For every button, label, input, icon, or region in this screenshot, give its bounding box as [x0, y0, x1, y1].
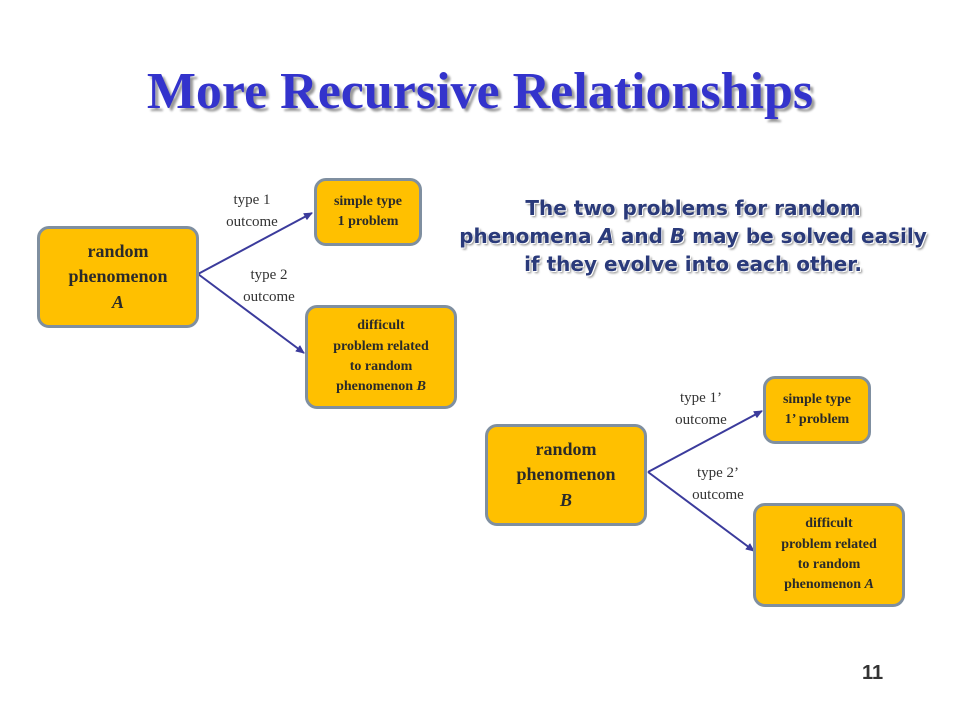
- difficult-problem-b-box: difficult problem related to random phen…: [305, 305, 457, 409]
- arrow-b-type2: [647, 471, 755, 552]
- type-2-prime-outcome-label-b: type 2’ outcome: [692, 465, 744, 503]
- arrow-b-type1: [647, 410, 763, 473]
- difficult-problem-a-box: difficult problem related to random phen…: [753, 503, 905, 607]
- page-number: 11: [862, 662, 884, 684]
- type-2-outcome-label-a: type 2 outcome: [243, 267, 295, 305]
- type-1-prime-outcome-label-b: type 1’ outcome: [675, 390, 727, 428]
- explanation-note: The two problems for random phenomena A …: [459, 196, 927, 276]
- arrow-a-type2: [197, 273, 305, 354]
- simple-type-1-prime-problem-box: simple type 1’ problem: [763, 376, 871, 444]
- simple-type-1-problem-box: simple type 1 problem: [314, 178, 422, 246]
- type-1-outcome-label-a: type 1 outcome: [226, 192, 278, 230]
- slide-title: More Recursive Relationships: [146, 63, 814, 120]
- arrow-a-type1: [197, 212, 313, 275]
- random-phenomenon-a-box: random phenomenon A: [37, 226, 199, 328]
- random-phenomenon-b-box: random phenomenon B: [485, 424, 647, 526]
